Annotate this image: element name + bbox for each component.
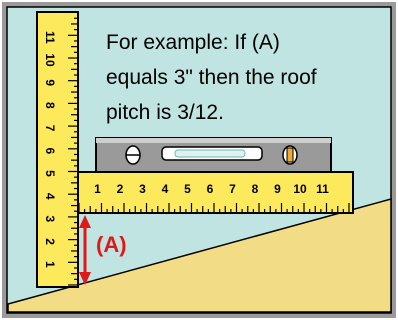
caption-line-3: pitch is 3/12. [106,101,224,124]
measurement-label: (A) [96,232,127,257]
horizontal-ruler-number: 1 [94,182,101,196]
vertical-ruler: 1 2 3 4 5 6 7 8 9 10 11 [36,11,79,288]
vertical-ruler-number: 6 [43,147,57,154]
horizontal-ruler-number: 10 [293,182,307,196]
measurement-arrow [79,215,91,285]
horizontal-ruler-number: 9 [274,182,281,196]
roof-slope [7,198,392,313]
vertical-ruler-number: 1 [43,261,57,268]
horizontal-ruler-number: 4 [162,182,169,196]
caption-line-1: For example: If (A) [106,31,280,54]
horizontal-ruler-number: 6 [207,182,214,196]
vertical-ruler-number: 7 [43,125,57,132]
horizontal-ruler-number: 8 [252,182,259,196]
vertical-ruler-number: 11 [43,31,57,44]
spirit-level [95,137,332,174]
vertical-ruler-numbers: 1 2 3 4 5 6 7 8 9 10 11 [43,31,57,268]
vertical-ruler-ticks [68,17,78,286]
vertical-ruler-number: 4 [43,193,57,200]
vertical-ruler-number: 2 [43,238,57,245]
level-right-bubble [286,147,294,163]
arrow-head-up [79,215,91,228]
horizontal-ruler-number: 11 [316,182,329,196]
horizontal-ruler: 1 2 3 4 5 6 7 8 9 10 11 [77,171,354,214]
level-center-bubble [174,149,246,158]
vertical-ruler-number: 9 [43,79,57,86]
vertical-ruler-number: 5 [43,170,57,177]
horizontal-ruler-ticks [78,203,350,213]
horizontal-ruler-number: 7 [229,182,236,196]
vertical-ruler-number: 3 [43,216,57,223]
caption-line-2: equals 3" then the roof [106,66,317,89]
horizontal-ruler-number: 3 [139,182,146,196]
horizontal-ruler-number: 2 [117,182,124,196]
level-top-edge [96,138,331,143]
horizontal-ruler-number: 5 [184,182,191,196]
arrow-head-down [79,272,91,285]
vertical-ruler-number: 10 [43,53,57,67]
vertical-ruler-number: 8 [43,102,57,109]
horizontal-ruler-numbers: 1 2 3 4 5 6 7 8 9 10 11 [94,182,329,196]
